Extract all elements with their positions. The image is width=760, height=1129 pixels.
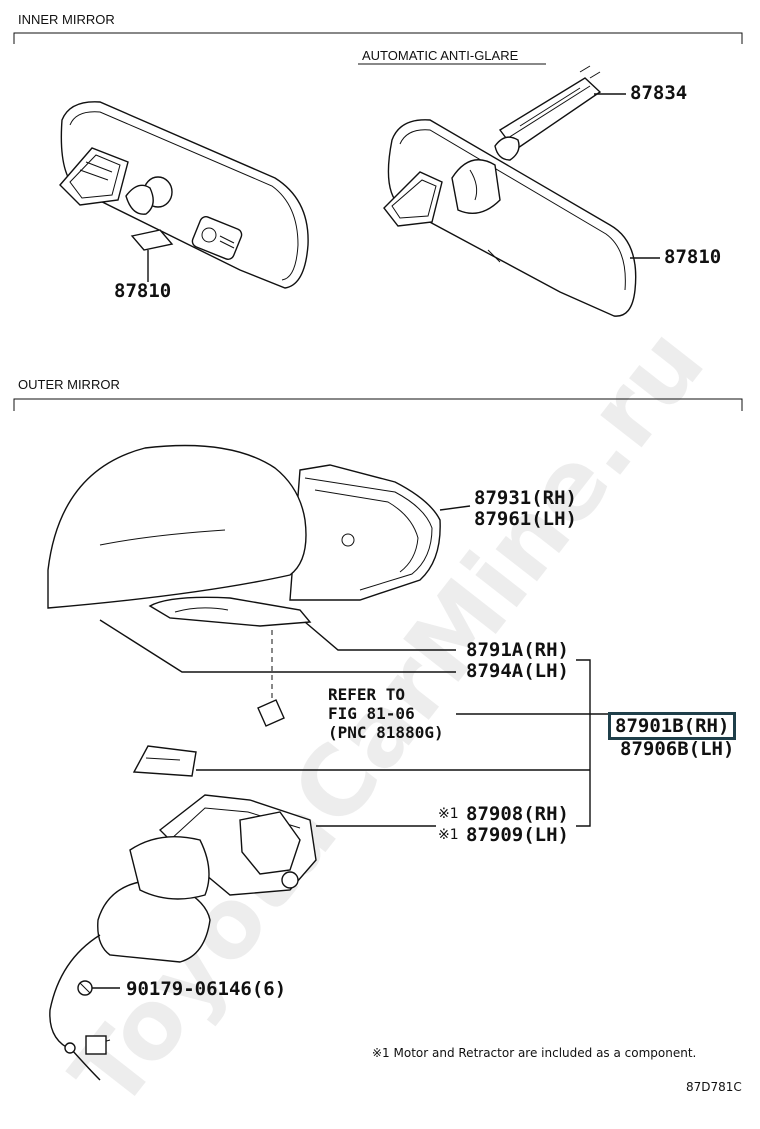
part-87810-left-label[interactable]: 87810 [114,280,172,302]
refer-line-1: REFER TO [328,685,406,704]
outer-mirror-drawing [47,444,441,1081]
part-87834-label[interactable]: 87834 [630,82,688,104]
part-87931-label[interactable]: 87931(RH) [474,487,577,509]
footnote: ※1 Motor and Retractor are included as a… [372,1046,697,1060]
part-87908-label[interactable]: 87908(RH) [466,803,569,825]
refer-line-2[interactable]: FIG 81-06 [328,704,415,723]
figure-code: 87D781C [686,1080,742,1094]
mark-87909: ※1 [438,827,459,843]
inner-mirror-right-drawing [383,65,637,317]
outer-leader-lines [92,505,610,989]
inner-mirror-heading: INNER MIRROR [18,12,115,27]
part-87901B-highlighted-label[interactable]: 87901B(RH) [608,712,737,740]
part-8791A-label[interactable]: 8791A(RH) [466,639,569,661]
part-87961-label[interactable]: 87961(LH) [474,508,577,530]
inner-section-bracket [13,32,743,44]
part-90179-label[interactable]: 90179-06146(6) [126,978,287,1000]
outer-section-bracket [13,398,743,411]
part-87906B-label[interactable]: 87906B(LH) [620,738,735,760]
part-87909-label[interactable]: 87909(LH) [466,824,569,846]
anti-glare-subtitle: AUTOMATIC ANTI-GLARE [362,48,519,63]
inner-mirror-left-drawing [59,101,309,289]
part-87810-right-label[interactable]: 87810 [664,246,722,268]
mark-87908: ※1 [438,806,459,822]
part-8794A-label[interactable]: 8794A(LH) [466,660,569,682]
outer-mirror-heading: OUTER MIRROR [18,377,120,392]
refer-line-3: (PNC 81880G) [328,723,444,742]
